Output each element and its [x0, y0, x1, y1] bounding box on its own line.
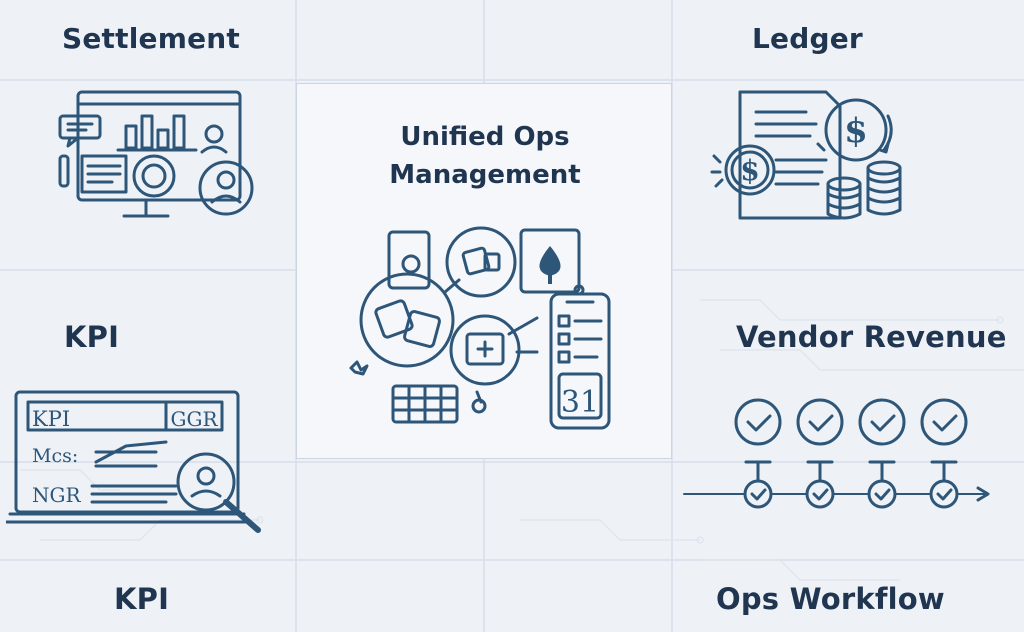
center-title-line1: Unified Ops — [400, 122, 570, 152]
ledger-coins-icon: $ $ — [710, 90, 902, 220]
kpi-row3-left-text: NGR — [32, 483, 81, 507]
workflow-checks-icon — [683, 398, 990, 509]
unified-ops-card: Unified Ops Management — [296, 83, 672, 459]
settlement-label: Settlement — [62, 22, 240, 55]
gaming-cluster-icon: 31 — [349, 226, 611, 430]
vendor-revenue-label: Vendor Revenue — [736, 320, 1007, 354]
kpi-row1-left-text: KPI — [32, 407, 70, 431]
center-title-line2: Management — [389, 160, 581, 190]
svg-text:$: $ — [740, 154, 759, 187]
kpi-label-bottom: KPI — [114, 582, 170, 616]
ledger-label: Ledger — [752, 22, 863, 55]
kpi-row2-left-text: Mcs: — [32, 445, 78, 467]
ops-workflow-label: Ops Workflow — [716, 582, 945, 616]
svg-text:$: $ — [844, 111, 868, 151]
settlement-dashboard-icon — [58, 90, 254, 218]
kpi-row1-right-text: GGR — [170, 407, 218, 431]
calendar-day-text: 31 — [561, 385, 599, 420]
kpi-monitor-icon: KPI GGR Mcs: NGR — [6, 390, 261, 533]
kpi-label-left: KPI — [64, 320, 120, 354]
